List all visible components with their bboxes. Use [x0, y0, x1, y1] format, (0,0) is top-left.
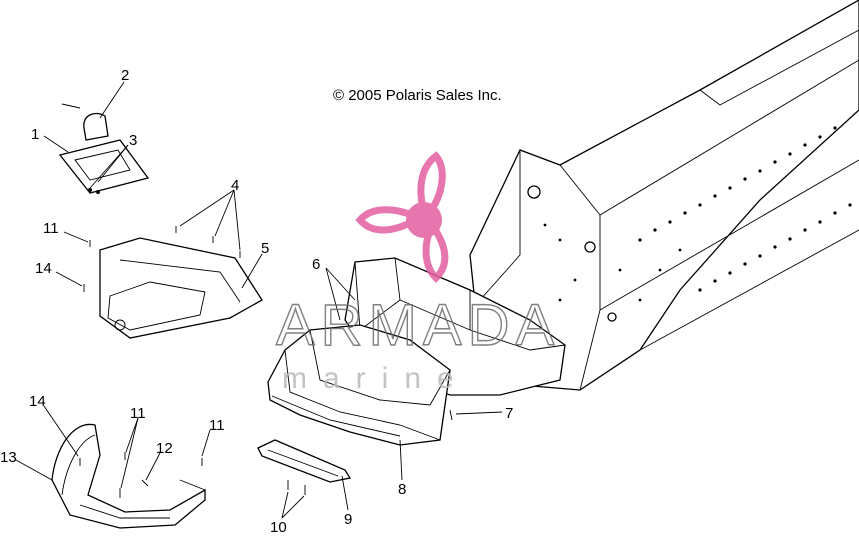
callout-9: 9: [344, 511, 352, 528]
callout-12: 12: [156, 440, 173, 457]
callout-5: 5: [261, 240, 269, 257]
part-3-fastener: [88, 188, 92, 192]
propeller-logo-icon: [355, 151, 449, 283]
copyright-text: © 2005 Polaris Sales Inc.: [333, 87, 502, 104]
nose-pan: [267, 324, 451, 446]
callout-14-lower: 14: [29, 393, 46, 410]
watermark-brand: ARMADA: [276, 293, 560, 358]
part-13-bumper: [51, 423, 206, 529]
callout-11-middle: 11: [130, 405, 146, 422]
callout-8: 8: [398, 481, 406, 498]
callout-7: 7: [505, 405, 513, 422]
callout-3: 3: [129, 132, 137, 149]
callout-2: 2: [121, 67, 129, 84]
part-7-screw: [449, 409, 453, 421]
callout-1: 1: [31, 126, 39, 143]
callout-labels: 2 1 3 4 11 5 14 6 14 11 7 11 12 13 8 9 1…: [0, 67, 513, 536]
leader-lines: [15, 81, 503, 519]
part-4-screws: [175, 226, 241, 258]
part-12-screw: [141, 479, 149, 487]
part-2-clip: [83, 112, 109, 141]
callout-13: 13: [0, 449, 17, 466]
watermark-tagline: marine: [282, 362, 470, 395]
callout-6: 6: [312, 256, 320, 273]
part-1-plate: [58, 139, 150, 194]
part-2-screw: [61, 103, 81, 109]
chassis-tunnel: [469, 0, 859, 391]
tunnel-rivet-holes: [543, 126, 852, 302]
callout-10: 10: [270, 519, 287, 536]
callout-11-upper: 11: [43, 220, 59, 237]
armada-watermark: ARMADA marine: [275, 151, 560, 395]
callout-11-right: 11: [209, 417, 225, 434]
callout-4: 4: [231, 177, 239, 194]
callout-14-upper: 14: [35, 260, 52, 277]
